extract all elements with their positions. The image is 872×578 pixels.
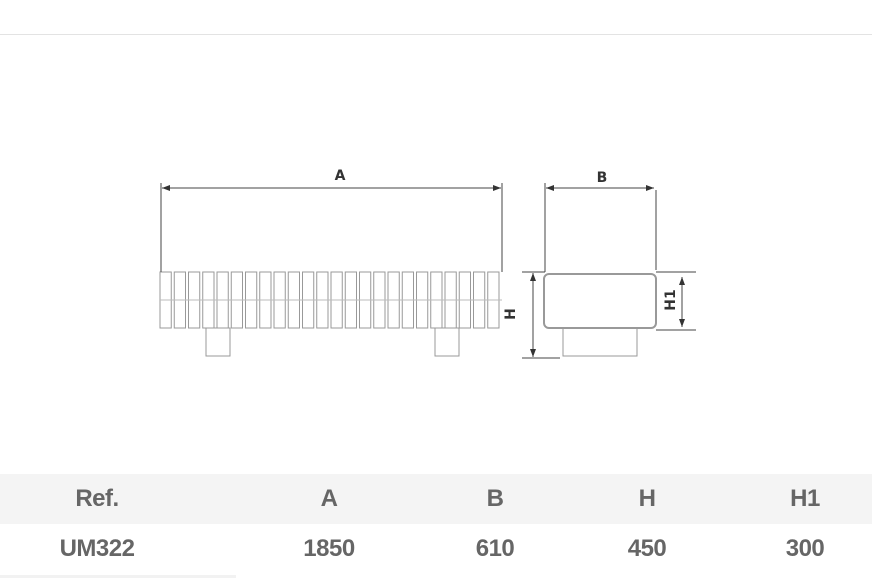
dimension-a: [160, 183, 503, 272]
dimension-b-label: B: [597, 170, 608, 186]
table-header-row: Ref. A B H H1: [0, 474, 872, 524]
cell-h1: 300: [785, 535, 825, 562]
dimensions-table: Ref. A B H H1 UM322 1850 610 450 300: [0, 474, 872, 574]
cell-b: 610: [475, 535, 515, 562]
table-bottom-divider: [0, 575, 236, 578]
dimension-b: [544, 183, 657, 272]
radiator-side-base: [562, 327, 638, 357]
header-h: H: [638, 485, 656, 512]
radiator-front-view: [159, 271, 502, 329]
dimension-h1: [656, 271, 696, 331]
header-h1: H1: [790, 485, 820, 512]
radiator-leg-left: [205, 327, 231, 357]
header-b: B: [486, 485, 504, 512]
dimension-h: [522, 271, 560, 359]
dimension-h1-label: H1: [663, 289, 679, 310]
radiator-side-view: [543, 273, 657, 329]
radiator-dimension-diagram: A B H H1: [159, 168, 696, 359]
cell-h: 450: [627, 535, 667, 562]
dimension-a-label: A: [335, 168, 346, 184]
table-row: UM322 1850 610 450 300: [0, 524, 872, 574]
header-a: A: [320, 485, 338, 512]
header-ref: Ref.: [75, 485, 119, 512]
dimension-h-label: H: [503, 308, 519, 320]
header-divider: [0, 34, 872, 35]
cell-ref: UM322: [59, 535, 135, 562]
cell-a: 1850: [303, 535, 355, 562]
radiator-leg-right: [434, 327, 460, 357]
